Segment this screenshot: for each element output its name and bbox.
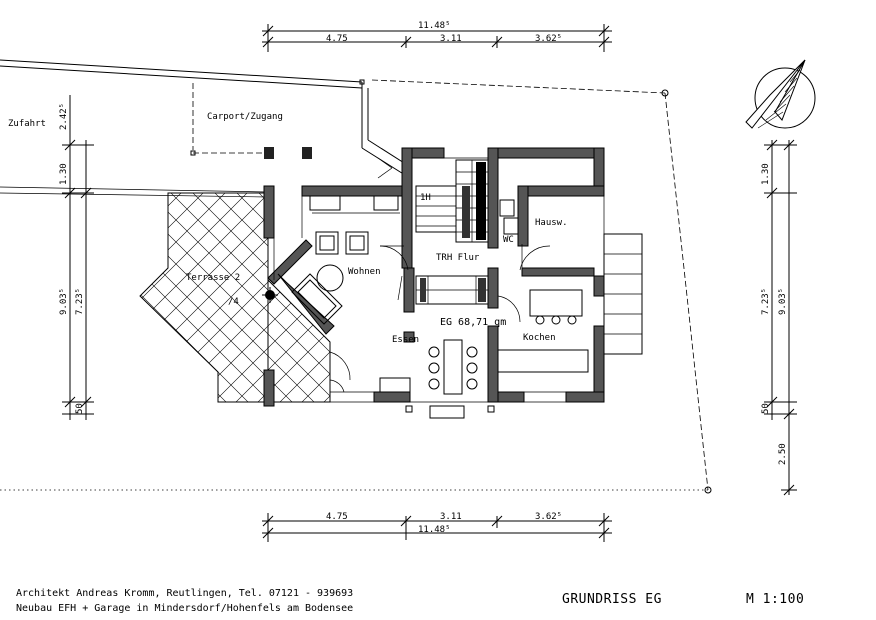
right-dim-723: 7.23⁵ [761,288,771,315]
bottom-dim-1: 4.75 [326,512,348,522]
top-total-dim: 11.48⁵ [418,21,451,31]
left-dim-903: 9.03⁵ [59,288,69,315]
house-walls [263,147,605,407]
top-dim-2: 3.11 [440,34,462,44]
carport-posts [264,147,312,159]
top-dim-1: 4.75 [326,34,348,44]
top-dimension-chain: 11.48⁵ 4.75 3.11 3.62⁵ [262,21,612,52]
label-wc: WC [503,235,514,245]
label-zufahrt: Zufahrt [8,119,46,129]
right-dim-903: 9.03⁵ [778,288,788,315]
left-dim-242: 2.42⁵ [59,103,69,130]
label-trh-flur: TRH Flur [436,253,480,263]
left-dim-130: 1.30 [59,163,69,185]
left-dimension-chains: 2.42⁵ 1.30 9.03⁵ 7.23⁵ 50 [59,95,94,420]
title-block: Architekt Andreas Kromm, Reutlingen, Tel… [16,588,804,614]
bottom-dim-2: 3.11 [440,512,462,522]
label-terrasse-slope: /4 [228,297,239,307]
drawing-title: GRUNDRISS EG [562,592,662,607]
right-dim-50: 50 [761,403,771,414]
label-wohnen: Wohnen [348,267,381,277]
label-essen: Essen [392,335,419,345]
outline-lines [273,157,605,403]
bottom-total-dim: 11.48⁵ [418,525,451,535]
architect-info: Architekt Andreas Kromm, Reutlingen, Tel… [16,588,353,599]
project-info: Neubau EFH + Garage in Mindersdorf/Hohen… [16,603,353,614]
door-swings [329,157,551,393]
right-dim-130: 1.30 [761,163,771,185]
room-labels: Carport/Zugang Zufahrt Terrasse 2 /4 Woh… [8,112,568,345]
terrace [139,192,269,403]
label-carport: Carport/Zugang [207,112,283,122]
label-hausw: Hausw. [535,218,568,228]
drawing-scale: M 1:100 [746,592,804,607]
label-kochen: Kochen [523,333,556,343]
furniture [262,195,589,419]
interior-stairs: 1H [415,159,489,243]
top-dim-3: 3.62⁵ [535,34,562,44]
label-terrasse: Terrasse 2 [186,273,240,283]
exterior-stairs [603,233,643,355]
right-dim-250: 2.50 [778,443,788,465]
north-arrow-icon [745,59,816,129]
left-dim-50: 50 [75,403,85,414]
right-dimension-chains: 1.30 7.23⁵ 50 9.03⁵ 2.50 [761,139,797,496]
label-area: EG 68,71 qm [440,317,506,328]
bottom-dimension-chain: 4.75 3.11 3.62⁵ 11.48⁵ [262,512,612,542]
left-dim-723: 7.23⁵ [75,288,85,315]
stair-label: 1H [420,193,431,203]
bottom-dim-3: 3.62⁵ [535,512,562,522]
